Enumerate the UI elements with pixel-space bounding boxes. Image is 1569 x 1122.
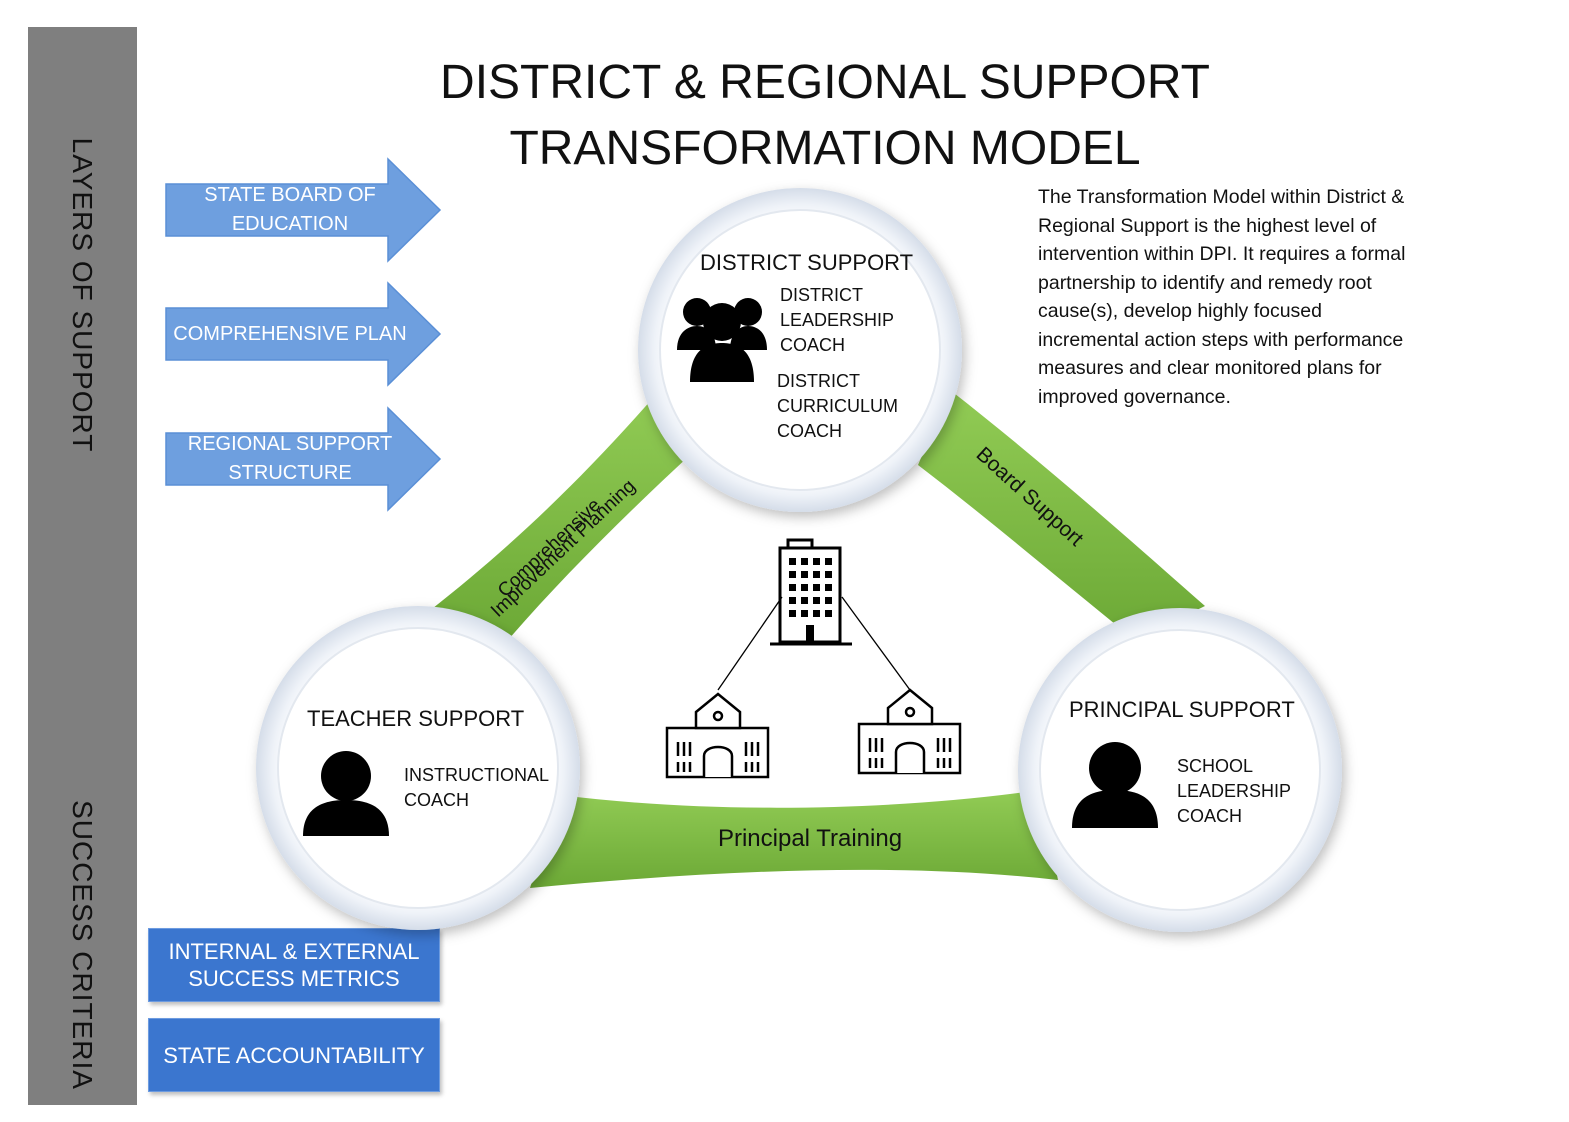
person-icon: [1072, 742, 1158, 828]
school-icon: [665, 692, 770, 779]
arrow-label: REGIONAL SUPPORT STRUCTURE: [187, 433, 393, 484]
group-icon: [677, 298, 767, 382]
person-icon: [303, 751, 389, 836]
link-line-right: [841, 596, 911, 691]
district-leadership-coach: DISTRICT LEADERSHIP COACH: [780, 285, 894, 355]
arrow-label: STATE BOARD OF EDUCATION: [204, 184, 376, 235]
school-icon: [857, 688, 962, 775]
bottom-band: [530, 790, 1058, 888]
bottom-connector-label: Principal Training: [718, 825, 902, 852]
success-metrics-box: INTERNAL & EXTERNAL SUCCESS METRICS: [148, 928, 440, 1002]
principal-support-title: PRINCIPAL SUPPORT: [1069, 697, 1295, 722]
school-leadership-coach: SCHOOL LEADERSHIP COACH: [1177, 756, 1291, 826]
sidebar-bar: [28, 27, 137, 1105]
title-line-1: DISTRICT & REGIONAL SUPPORT: [440, 56, 1210, 109]
district-support-title: DISTRICT SUPPORT: [700, 250, 914, 275]
description-text: The Transformation Model within District…: [1038, 186, 1406, 408]
teacher-circle-inner: [277, 627, 559, 909]
arrow-shape: [165, 157, 442, 263]
arrow-shape: [165, 281, 442, 387]
arrow-label: COMPREHENSIVE PLAN: [173, 322, 407, 345]
arrow-comprehensive-plan: COMPREHENSIVE PLAN: [164, 281, 442, 387]
state-accountability-box: STATE ACCOUNTABILITY: [148, 1018, 440, 1092]
teacher-support-title: TEACHER SUPPORT: [307, 706, 525, 731]
right-band: [918, 390, 1205, 640]
arrow-state-board: STATE BOARD OF EDUCATION: [164, 157, 442, 263]
district-curriculum-coach: DISTRICT CURRICULUM COACH: [777, 371, 898, 441]
arrow-shape: [165, 406, 442, 512]
link-line-left: [717, 596, 783, 691]
page-title: DISTRICT & REGIONAL SUPPORT TRANSFORMATI…: [420, 50, 1230, 182]
instructional-coach: INSTRUCTIONAL COACH: [404, 765, 549, 810]
district-circle-inner: [659, 209, 941, 491]
office-building-icon: [770, 538, 852, 646]
connector-bands: [428, 390, 1205, 888]
left-band: [428, 390, 690, 640]
arrow-regional-support: REGIONAL SUPPORT STRUCTURE: [164, 406, 442, 512]
title-line-2: TRANSFORMATION MODEL: [509, 122, 1141, 175]
principal-circle-inner: [1039, 629, 1321, 911]
